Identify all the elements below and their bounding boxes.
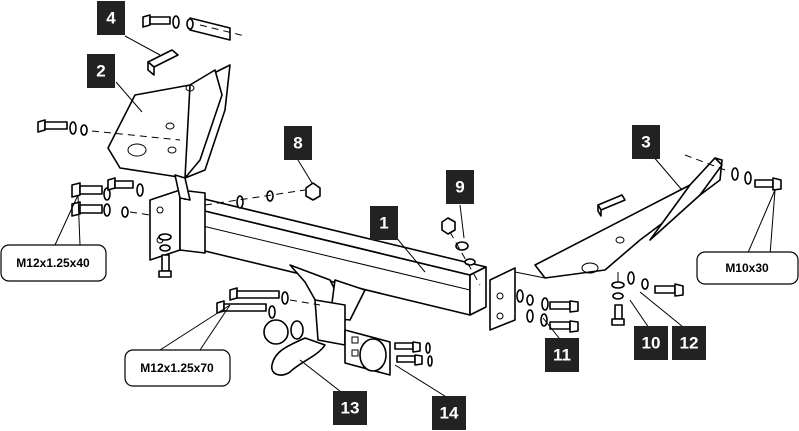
bolt-set-right-end — [516, 289, 579, 333]
spec-callout-m10x30: M10x30 — [696, 251, 799, 285]
svg-text:10: 10 — [642, 334, 661, 353]
bolt-vertical-right — [611, 272, 625, 326]
bolt-set-right-lower — [627, 271, 684, 297]
bolt-vertical-left — [158, 233, 172, 278]
part-badge-2: 2 — [87, 54, 115, 88]
part-badge-4: 4 — [97, 1, 125, 35]
part-badge-8: 8 — [284, 126, 312, 160]
tow-ball — [263, 319, 326, 376]
main-cross-beam — [149, 189, 516, 346]
part-badge-14: 14 — [432, 396, 466, 430]
left-side-bracket — [107, 64, 231, 201]
svg-text:2: 2 — [96, 62, 105, 81]
part-badge-10: 10 — [634, 326, 668, 360]
spec-callout-m12x70: M12x1.25x70 — [124, 349, 231, 387]
socket-plate — [344, 329, 391, 376]
part-badge-1: 1 — [370, 206, 398, 240]
svg-text:8: 8 — [293, 134, 302, 153]
svg-text:4: 4 — [106, 9, 116, 28]
part-badge-3: 3 — [632, 125, 660, 159]
bolt-set-left-mid — [37, 119, 181, 141]
svg-text:11: 11 — [553, 346, 571, 365]
bolt-set-ball-mount — [216, 287, 321, 319]
spec-label-m12x70: M12x1.25x70 — [140, 361, 214, 375]
spec-label-m12x40: M12x1.25x40 — [16, 256, 90, 270]
part-badge-11: 11 — [545, 338, 579, 372]
bolt-set-socket — [394, 341, 433, 367]
nut-part-9 — [441, 217, 481, 286]
part-badge-9: 9 — [446, 170, 474, 204]
svg-text:9: 9 — [455, 178, 464, 197]
right-side-bracket — [514, 157, 723, 279]
leader-lines — [54, 35, 776, 399]
svg-text:1: 1 — [379, 214, 388, 233]
part-badge-13: 13 — [333, 391, 367, 425]
svg-text:13: 13 — [341, 399, 360, 418]
nut-part-8 — [204, 182, 321, 209]
svg-text:14: 14 — [440, 404, 459, 423]
bolt-set-right-top — [684, 154, 782, 191]
bolt-set-left-lower — [71, 177, 151, 218]
bolt-set-top-left — [142, 14, 246, 37]
spec-label-m10x30: M10x30 — [725, 261, 769, 275]
svg-text:3: 3 — [641, 133, 650, 152]
spec-callout-m12x40: M12x1.25x40 — [0, 244, 107, 282]
part-badge-12: 12 — [672, 326, 706, 360]
svg-text:12: 12 — [680, 334, 699, 353]
